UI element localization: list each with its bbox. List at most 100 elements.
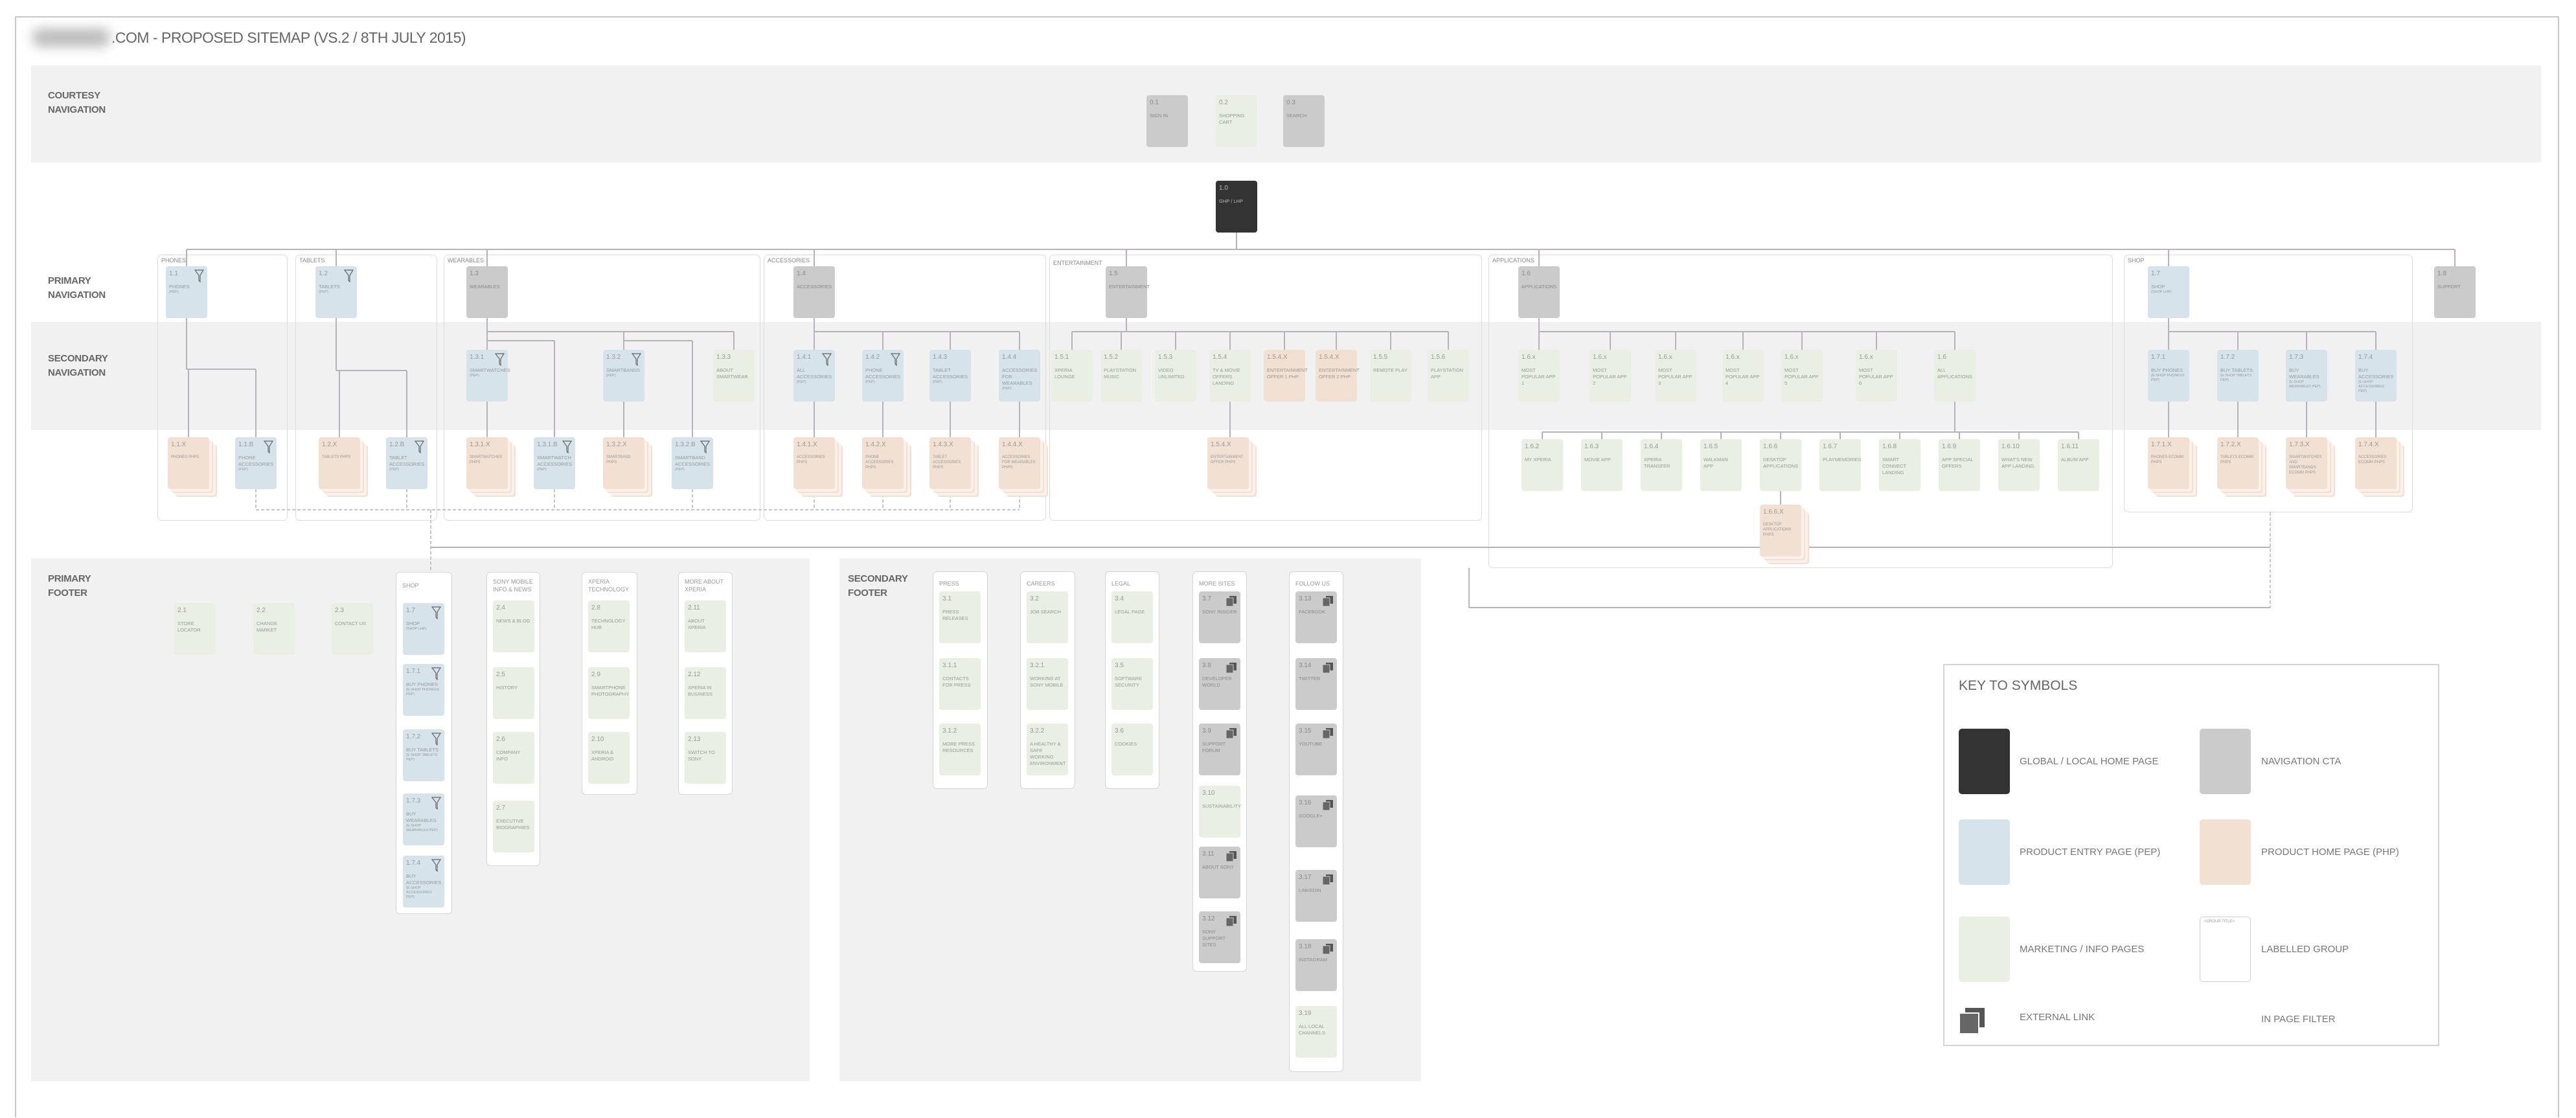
filter-icon[interactable] [415, 440, 424, 453]
filter-icon[interactable] [194, 269, 204, 282]
filter-icon[interactable] [495, 353, 505, 366]
filter-icon[interactable] [264, 440, 273, 453]
filter-icon[interactable] [822, 353, 832, 366]
filter-icon[interactable] [431, 859, 441, 872]
filter-icon[interactable] [562, 440, 572, 453]
filter-icon[interactable] [700, 440, 710, 453]
filter-icon[interactable] [431, 797, 441, 810]
filter-icon[interactable] [344, 269, 354, 282]
filter-icon[interactable] [431, 606, 441, 619]
filter-icon[interactable] [891, 353, 900, 366]
filter-icon[interactable] [431, 733, 441, 746]
